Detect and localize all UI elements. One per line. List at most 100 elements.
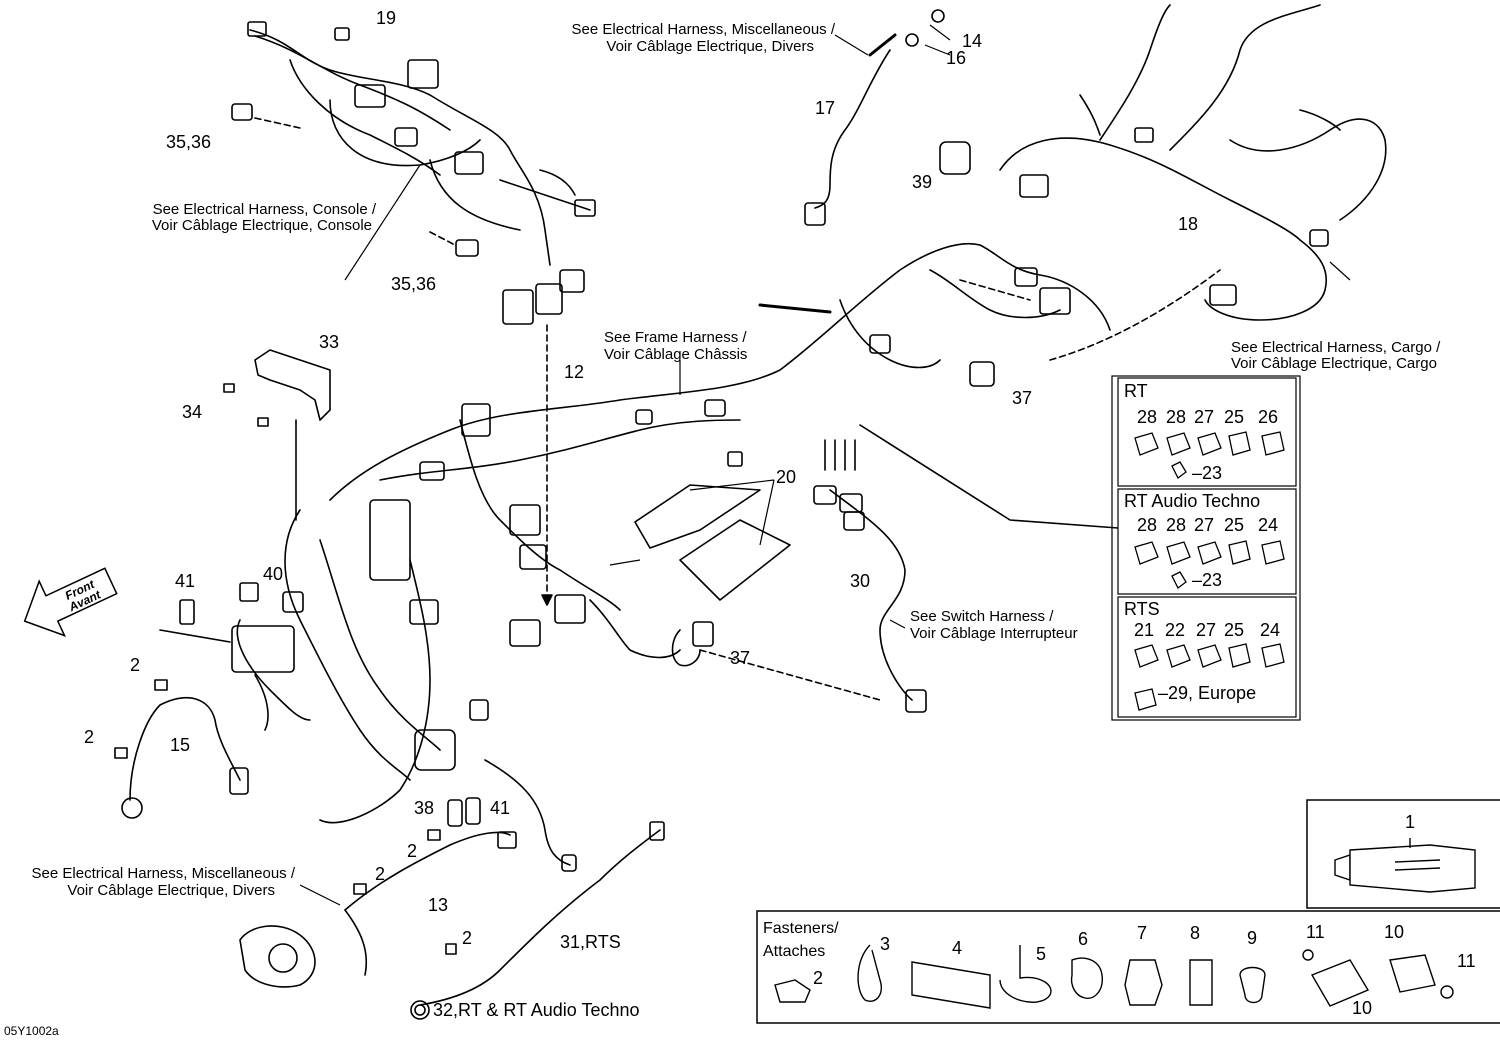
callout-2-d: 2 xyxy=(375,864,386,884)
clamp-5-icon xyxy=(999,945,1052,1003)
callout-16: 16 xyxy=(946,48,967,68)
rts-part-1: 21 xyxy=(1134,620,1155,640)
variant-rts-title: RTS xyxy=(1124,599,1160,619)
clip-6-icon xyxy=(1070,957,1103,999)
callout-37-top: 37 xyxy=(1012,388,1033,408)
fastener-label-10-b: 10 xyxy=(1352,998,1373,1018)
fasteners-title-1: Fasteners/ xyxy=(763,920,839,937)
callout-33: 33 xyxy=(319,332,340,352)
note-cargo-1: See Electrical Harness, Cargo / xyxy=(1231,339,1441,356)
rt-part-5: 26 xyxy=(1258,407,1279,427)
callout-18: 18 xyxy=(1178,214,1199,234)
rts-part-3: 27 xyxy=(1196,620,1217,640)
clip-2-icon xyxy=(774,979,811,1003)
tie-3-icon xyxy=(857,944,882,1002)
clip-7-icon xyxy=(1124,959,1163,1006)
harness-15 xyxy=(121,674,269,819)
fastener-label-6: 6 xyxy=(1078,929,1089,949)
rt-audio-part-4: 25 xyxy=(1224,515,1245,535)
callout-40: 40 xyxy=(263,564,284,584)
rts-part-2: 22 xyxy=(1165,620,1186,640)
rt-clip-num: 23 xyxy=(1202,463,1223,483)
note-switch-1: See Switch Harness / xyxy=(910,608,1054,625)
note-frame-1: See Frame Harness / xyxy=(604,329,747,346)
fastener-label-11-b: 11 xyxy=(1457,951,1476,971)
rt-audio-clip-num: 23 xyxy=(1202,570,1223,590)
fastener-label-4: 4 xyxy=(952,938,963,958)
switch-icons xyxy=(1134,431,1285,711)
callout-35-36-top: 35,36 xyxy=(166,132,212,152)
variant-rt-title: RT xyxy=(1124,381,1148,401)
callout-31-rts: 31,RTS xyxy=(560,932,621,952)
drawing-code: 05Y1002a xyxy=(4,1024,59,1038)
rt-part-3: 27 xyxy=(1194,407,1215,427)
fasteners-title-2: Attaches xyxy=(763,943,826,960)
callout-32: 32,RT & RT Audio Techno xyxy=(433,1000,640,1020)
note-switch-2: Voir Câblage Interrupteur xyxy=(910,625,1078,642)
rt-clip-label: –23 xyxy=(1192,463,1223,483)
variant-rt-audio-title: RT Audio Techno xyxy=(1124,491,1261,511)
callout-19: 19 xyxy=(376,8,397,28)
fastener-label-5: 5 xyxy=(1036,944,1047,964)
callout-1: 1 xyxy=(1405,812,1416,832)
nut-10-icon xyxy=(1389,954,1436,993)
fastener-label-10-a: 10 xyxy=(1384,922,1405,942)
rts-clip-num: 29, Europe xyxy=(1168,683,1257,703)
callout-2-a: 2 xyxy=(130,655,141,675)
callout-41-left: 41 xyxy=(175,571,196,591)
callout-2-c: 2 xyxy=(407,841,418,861)
tube-4-icon xyxy=(911,961,991,1009)
rts-clip-label: –29, Europe xyxy=(1158,683,1257,703)
callout-34: 34 xyxy=(182,402,203,422)
note-misc-bot-2: Voir Câblage Electrique, Divers xyxy=(67,882,275,899)
callout-39: 39 xyxy=(912,172,933,192)
note-misc-bot-1: See Electrical Harness, Miscellaneous / xyxy=(31,865,295,882)
callout-38: 38 xyxy=(414,798,435,818)
rts-part-5: 24 xyxy=(1260,620,1281,640)
fastener-label-2: 2 xyxy=(813,968,824,988)
fastener-label-11-a: 11 xyxy=(1306,922,1325,942)
nut-11-icon xyxy=(1440,985,1454,999)
fastener-label-9: 9 xyxy=(1247,928,1258,948)
note-console-2: Voir Câblage Electrique, Console xyxy=(151,217,372,234)
harness-19 xyxy=(247,21,596,266)
washer-11-icon xyxy=(1302,949,1314,961)
clip-8-icon xyxy=(1189,959,1213,1006)
note-misc-top-1: See Electrical Harness, Miscellaneous / xyxy=(571,21,835,38)
rt-part-2: 28 xyxy=(1166,407,1187,427)
fastener-label-8: 8 xyxy=(1190,923,1201,943)
callout-14: 14 xyxy=(962,31,983,51)
note-misc-top-2: Voir Câblage Electrique, Divers xyxy=(606,38,814,55)
callout-17: 17 xyxy=(815,98,836,118)
callout-12: 12 xyxy=(564,362,585,382)
rt-audio-part-3: 27 xyxy=(1194,515,1215,535)
note-frame-2: Voir Câblage Châssis xyxy=(604,346,748,363)
callout-15: 15 xyxy=(170,735,191,755)
rt-audio-part-2: 28 xyxy=(1166,515,1187,535)
fastener-label-3: 3 xyxy=(880,934,891,954)
harness-18 xyxy=(939,4,1387,321)
callout-41-right: 41 xyxy=(490,798,511,818)
callout-37-bottom: 37 xyxy=(730,648,751,668)
harness-30 xyxy=(813,439,927,713)
callout-20: 20 xyxy=(776,467,797,487)
harness-12 xyxy=(236,242,1111,824)
callout-35-36-mid: 35,36 xyxy=(391,274,437,294)
rt-audio-part-1: 28 xyxy=(1137,515,1158,535)
fastener-label-7: 7 xyxy=(1137,923,1148,943)
rts-part-4: 25 xyxy=(1224,620,1245,640)
harness-17 xyxy=(804,9,945,226)
rt-audio-clip-label: –23 xyxy=(1192,570,1223,590)
rt-part-1: 28 xyxy=(1137,407,1158,427)
callout-13: 13 xyxy=(428,895,449,915)
rivet-9-icon xyxy=(1239,966,1266,1004)
note-cargo-2: Voir Câblage Electrique, Cargo xyxy=(1231,355,1437,372)
front-arrow: Front Avant xyxy=(23,567,118,637)
grease-tube-icon xyxy=(1334,838,1476,893)
callout-30: 30 xyxy=(850,571,871,591)
plate-10-icon xyxy=(1310,959,1370,1007)
rt-part-4: 25 xyxy=(1224,407,1245,427)
note-console-1: See Electrical Harness, Console / xyxy=(152,201,376,218)
rt-audio-part-5: 24 xyxy=(1258,515,1279,535)
